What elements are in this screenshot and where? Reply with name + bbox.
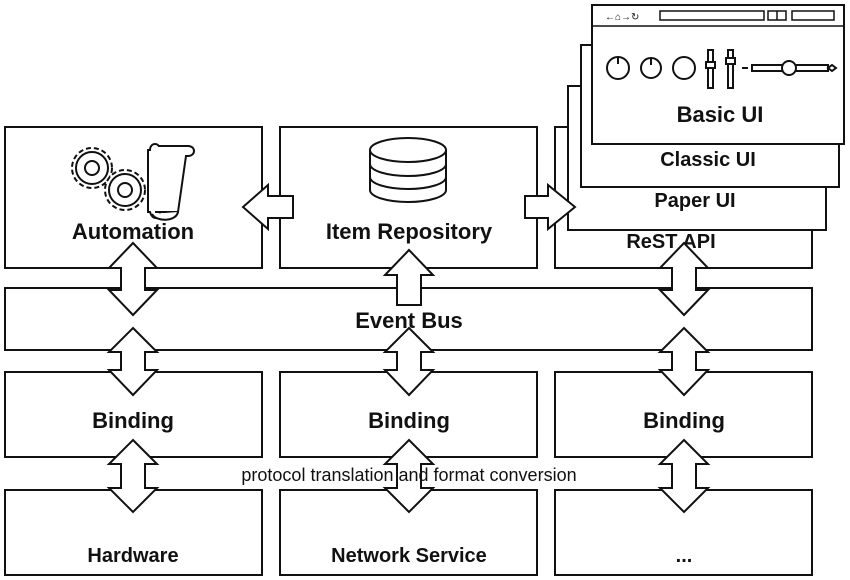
ui-widgets	[606, 49, 838, 89]
knob-2	[640, 57, 662, 79]
hardware-label: Hardware	[87, 545, 178, 567]
arrow-binding-network	[382, 438, 436, 514]
gears-and-scroll-icon	[71, 143, 195, 221]
protocol-annotation: protocol translation and format conversi…	[241, 465, 576, 485]
network-service-block: Network Service	[279, 489, 538, 576]
arrow-binding-hardware	[106, 438, 160, 514]
automation-label: Automation	[72, 219, 194, 244]
knob-3	[672, 56, 696, 80]
arrow-automation-bus	[106, 241, 160, 317]
arrow-bus-to-repository	[382, 248, 436, 306]
basic-ui-window: ←⌂→↻ Basic UI	[591, 4, 845, 145]
arrow-repo-to-ui	[524, 182, 577, 232]
arrow-binding-other	[657, 438, 711, 514]
browser-window-icon: ←⌂→↻	[592, 10, 844, 27]
classic-ui-label: Classic UI	[660, 149, 756, 171]
arrow-bus-binding-left	[106, 326, 160, 397]
database-icon	[369, 137, 447, 203]
browser-nav-icons: ←⌂→↻	[605, 12, 639, 23]
arrow-repo-to-automation	[241, 182, 294, 232]
network-service-label: Network Service	[331, 545, 487, 567]
fader-2	[727, 49, 734, 89]
slider-thumb	[781, 60, 797, 76]
item-repository-label: Item Repository	[326, 219, 493, 244]
other-devices-label: ...	[676, 545, 693, 567]
rest-api-label: ReST API	[626, 231, 715, 253]
arrow-bus-binding-middle	[382, 326, 436, 397]
binding-label-middle: Binding	[368, 408, 450, 433]
basic-ui-label: Basic UI	[677, 102, 764, 127]
paper-ui-label: Paper UI	[654, 190, 735, 212]
knob-1	[606, 56, 630, 80]
arrow-bus-binding-right	[657, 326, 711, 397]
binding-label-left: Binding	[92, 408, 174, 433]
ui-stack: Paper UI Classic UI ←⌂→↻	[567, 4, 845, 231]
arrow-rest-bus	[657, 241, 711, 317]
item-repository-block: Item Repository	[279, 126, 538, 269]
binding-label-right: Binding	[643, 408, 725, 433]
